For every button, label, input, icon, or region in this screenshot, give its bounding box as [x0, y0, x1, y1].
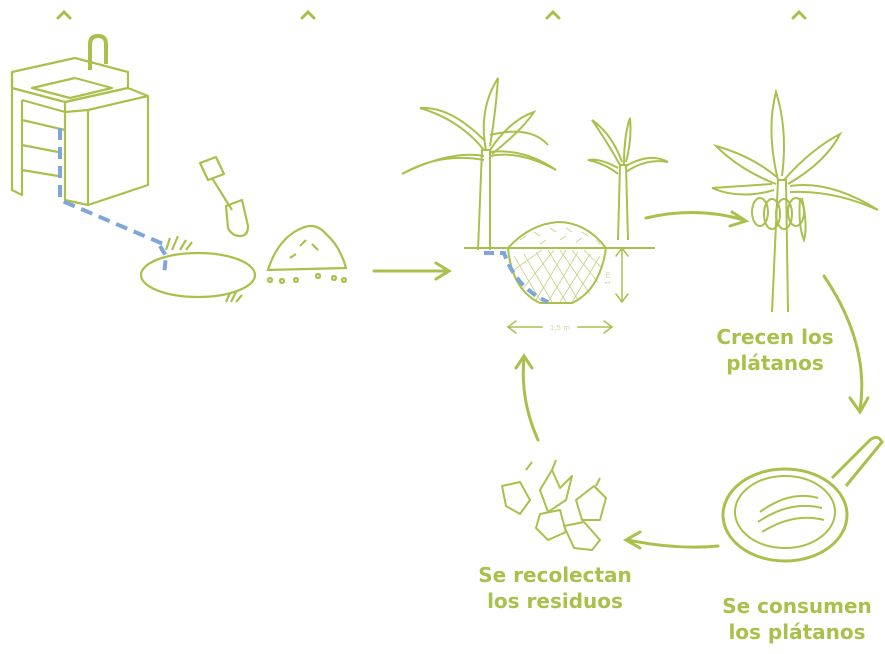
dug-hole-icon [139, 235, 257, 303]
flow-arrow-3 [822, 274, 870, 415]
chevron-up-icon[interactable] [300, 9, 316, 20]
label-grow-line-2: plátanos [726, 351, 824, 375]
label-collect-line-2: los residuos [487, 589, 623, 613]
chevron-up-icon[interactable] [791, 9, 807, 20]
banana-plant-small-icon [587, 117, 669, 241]
depth-label: 1 m [604, 271, 612, 285]
banana-peels-icon [501, 459, 607, 551]
flow-arrow-5 [514, 353, 540, 442]
label-grow-line-1: Crecen los [716, 325, 834, 349]
frying-pan-icon [721, 435, 884, 563]
shovel-icon [198, 155, 250, 238]
pit-fill [513, 227, 603, 303]
drain-pipe [58, 128, 169, 248]
drain-pipe-end [158, 244, 169, 276]
label-eat: Se consumen los plátanos [712, 593, 882, 645]
label-collect-line-1: Se recolectan [478, 563, 632, 587]
chevron-up-icon[interactable] [56, 9, 72, 20]
width-dimension [506, 320, 614, 334]
flow-arrow-4 [622, 530, 720, 550]
dirt-pile-icon [266, 224, 348, 285]
flow-arrow-2 [644, 210, 750, 228]
flow-arrow-1 [372, 261, 452, 281]
chevron-up-icon[interactable] [545, 9, 561, 20]
label-eat-line-2: los plátanos [728, 620, 866, 644]
label-collect: Se recolectan los residuos [470, 562, 640, 614]
label-grow: Crecen los plátanos [700, 324, 850, 376]
sink-icon [10, 34, 150, 207]
pit-pipe [484, 251, 549, 304]
label-eat-line-1: Se consumen [722, 594, 872, 618]
banana-plant-fruit-icon [711, 88, 879, 313]
banana-plant-icon [401, 77, 557, 251]
depth-dimension [615, 246, 629, 304]
width-label: 1,5 m [550, 324, 570, 332]
